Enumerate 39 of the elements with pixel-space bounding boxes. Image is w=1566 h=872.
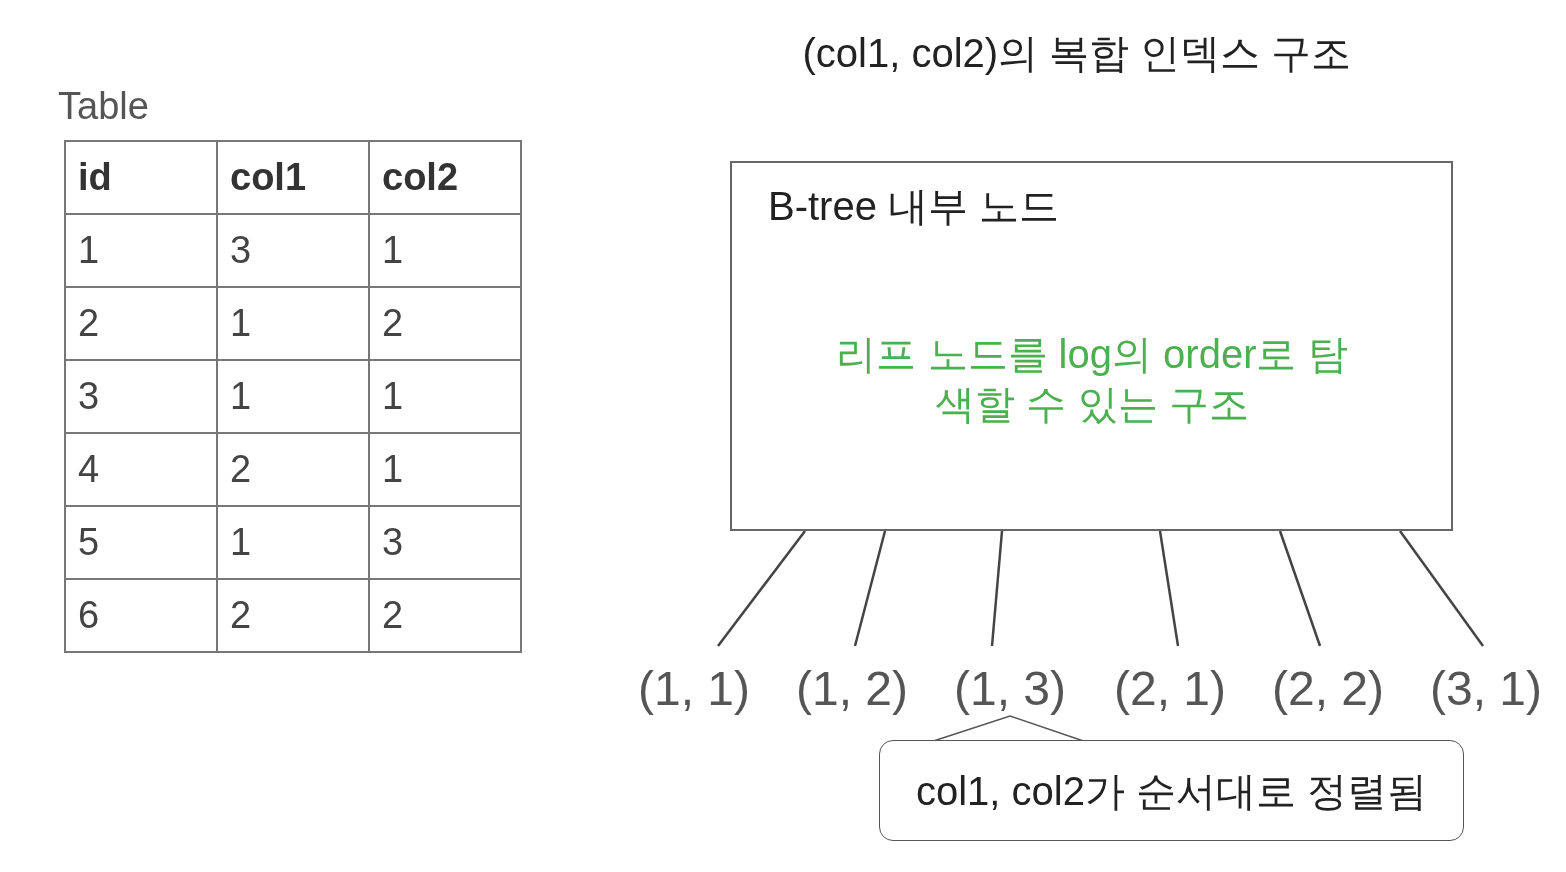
leaf-key: (2, 1) (1108, 660, 1232, 718)
leaf-key: (1, 2) (790, 660, 914, 718)
table-cell: 1 (369, 433, 521, 506)
leaf-key: (1, 1) (632, 660, 756, 718)
table-header-cell: col1 (217, 141, 369, 214)
table-cell: 3 (369, 506, 521, 579)
table-cell: 1 (217, 287, 369, 360)
leaf-key: (3, 1) (1424, 660, 1548, 718)
table-cell: 2 (217, 433, 369, 506)
leaf-key: (2, 2) (1266, 660, 1390, 718)
connector-line (853, 530, 887, 647)
table-cell: 1 (217, 360, 369, 433)
table-cell: 2 (369, 287, 521, 360)
table-cell: 1 (65, 214, 217, 287)
node-description: 리프 노드를 log의 order로 탐색할 수 있는 구조 (835, 331, 1349, 428)
table-cell: 3 (217, 214, 369, 287)
table-cell: 2 (369, 579, 521, 652)
table-cell: 1 (369, 360, 521, 433)
table-cell: 3 (65, 360, 217, 433)
connector-line (717, 530, 806, 647)
table-cell: 5 (65, 506, 217, 579)
table-cell: 6 (65, 579, 217, 652)
diagram-title: (col1, col2)의 복합 인덱스 구조 (801, 30, 1353, 77)
table-cell: 2 (217, 579, 369, 652)
table-cell: 2 (65, 287, 217, 360)
internal-node-box (730, 161, 1453, 531)
connector-line (1158, 530, 1180, 647)
connector-line (1399, 530, 1484, 647)
connector-line (1278, 530, 1322, 647)
node-heading: B-tree 내부 노드 (768, 183, 1060, 230)
connector-line (990, 530, 1004, 647)
callout-bubble: col1, col2가 순서대로 정렬됨 (879, 740, 1464, 841)
table-header-cell: id (65, 141, 217, 214)
table-cell: 4 (65, 433, 217, 506)
leaf-key: (1, 3) (948, 660, 1072, 718)
table-caption: Table (58, 84, 149, 128)
table-header-cell: col2 (369, 141, 521, 214)
table-cell: 1 (217, 506, 369, 579)
table-cell: 1 (369, 214, 521, 287)
